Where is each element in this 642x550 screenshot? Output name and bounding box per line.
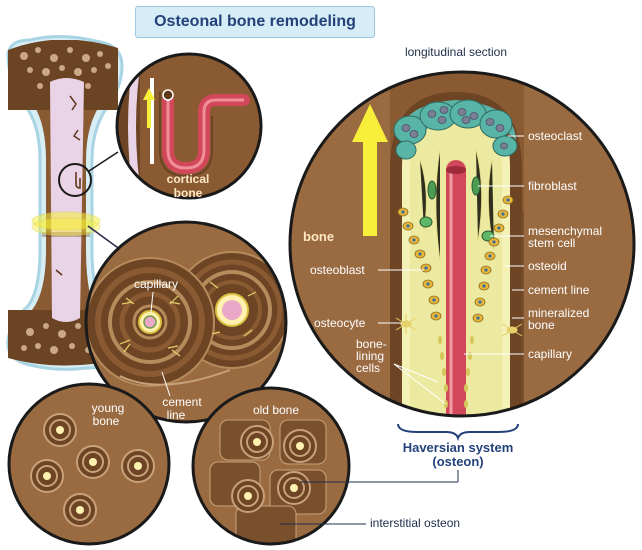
bone-lining-label-3: cells [356, 361, 380, 375]
capillary-label-right: capillary [528, 347, 572, 361]
haversian-brace [397, 423, 519, 442]
fibroblast-cells [427, 176, 481, 200]
young-label-2: bone [93, 414, 120, 428]
osteocyte-label: osteocyte [314, 316, 366, 330]
osteon-label: (osteon) [432, 454, 483, 469]
osteoid-label: osteoid [528, 259, 567, 273]
cortical-label-2: bone [174, 186, 203, 200]
osteoblast-cells [397, 195, 514, 323]
bone-lining-label-2: lining [356, 349, 384, 363]
bone-lining-label-1: bone- [356, 337, 387, 351]
diagram-title: Osteonal bone remodeling [135, 6, 375, 38]
mesenchymal-label-1: mesenchymal [528, 224, 602, 238]
mineralized-label-2: bone [528, 318, 555, 332]
haversian-label: Haversian system [403, 440, 514, 455]
cement-line-label: cement line [528, 283, 590, 297]
osteoblast-label: osteoblast [310, 263, 365, 277]
cortical-bone-zoom: cortical bone [115, 52, 263, 200]
osteon-cross-section: capillary cement line [84, 220, 288, 424]
old-bone-label: old bone [253, 403, 299, 417]
osteoclast-cells [393, 99, 518, 160]
mineralized-label-1: mineralized [528, 306, 589, 320]
young-label-1: young [92, 401, 125, 415]
cortical-label-1: cortical [167, 172, 210, 186]
cement-label-2: line [167, 408, 186, 422]
bone-lining-cells [438, 336, 474, 408]
cement-label-1: cement [162, 395, 202, 409]
old-bone-circle: old bone [191, 386, 351, 546]
young-bone-circle: young bone [7, 382, 171, 546]
capillary-label-mid: capillary [134, 277, 178, 291]
interstitial-osteon-label: interstitial osteon [370, 516, 460, 530]
fibroblast-label: fibroblast [528, 179, 577, 193]
mesenchymal-label-2: stem cell [528, 236, 575, 250]
longitudinal-section-circle: bone [288, 70, 636, 418]
longitudinal-section-label: longitudinal section [405, 45, 507, 59]
bone-label: bone [303, 229, 334, 244]
osteoclast-label: osteoclast [528, 129, 583, 143]
osteocyte-cells [395, 314, 523, 337]
